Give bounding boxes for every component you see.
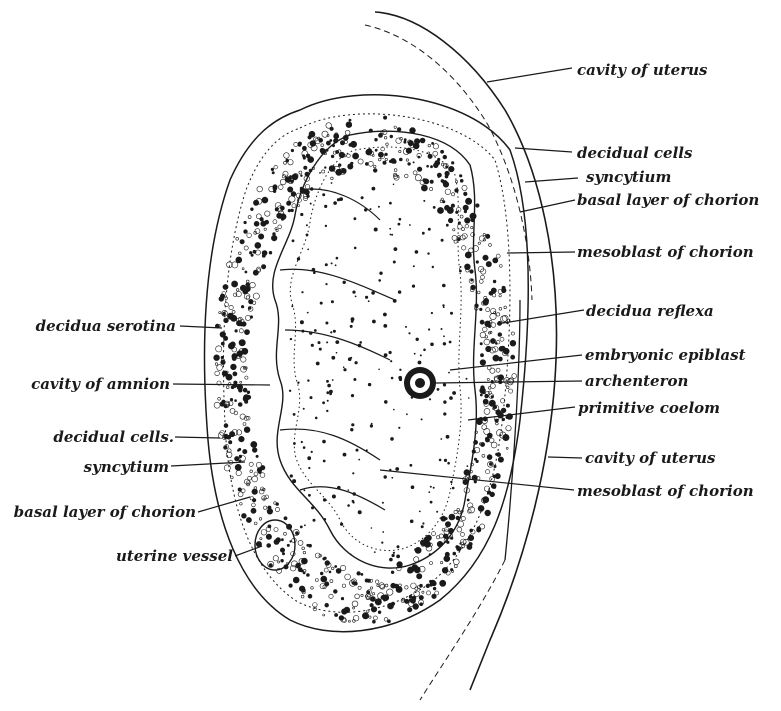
- label-uterine-vessel: uterine vessel: [116, 547, 233, 565]
- label-cavity-of-amnion: cavity of amnion: [31, 375, 170, 393]
- label-basal-layer-of-chorion-left: basal layer of chorion: [14, 503, 196, 521]
- decidua-capsule: [204, 95, 528, 632]
- label-decidua-reflexa: decidua reflexa: [586, 302, 714, 320]
- label-archenteron: archenteron: [585, 372, 688, 390]
- label-syncytium-right: syncytium: [586, 168, 671, 186]
- label-mesoblast-of-chorion-bottom: mesoblast of chorion: [577, 482, 754, 500]
- label-cavity-of-uterus-bottom: cavity of uterus: [585, 449, 716, 467]
- label-syncytium-left: syncytium: [84, 458, 169, 476]
- leader-lines-left: [171, 326, 270, 556]
- label-decidual-cells-right: decidual cells: [577, 144, 693, 162]
- label-decidua-serotina: decidua serotina: [36, 317, 176, 335]
- label-mesoblast-of-chorion-right: mesoblast of chorion: [577, 243, 754, 261]
- label-basal-layer-of-chorion-right: basal layer of chorion: [577, 191, 759, 209]
- label-embryonic-epiblast: embryonic epiblast: [585, 346, 746, 364]
- label-decidual-cells-left: decidual cells.: [53, 428, 174, 446]
- label-cavity-of-uterus-top: cavity of uterus: [577, 61, 708, 79]
- label-primitive-coelom: primitive coelom: [578, 399, 720, 417]
- embryonic-disc: [404, 367, 436, 399]
